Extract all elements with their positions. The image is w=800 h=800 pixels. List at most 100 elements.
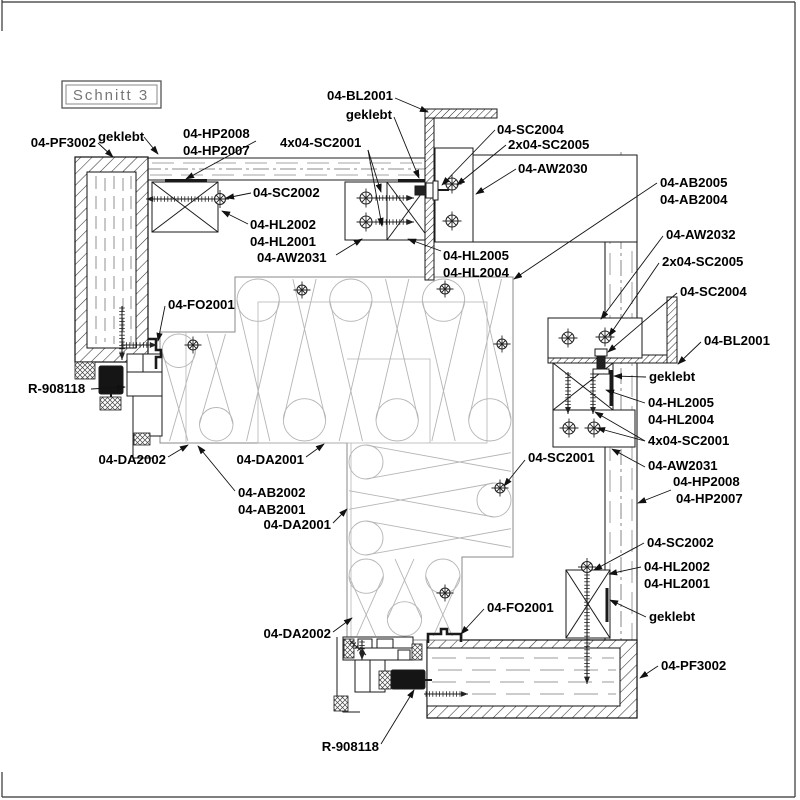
leader-line [332,617,353,633]
bolt-sc2004 [414,185,427,196]
part-label: 04-HL2004 [648,412,715,427]
part-label: 04-AW2031 [257,250,327,265]
leader-line [90,384,126,391]
threaded-screw-icon [349,639,367,656]
part-label: 04-HP2008 [183,126,250,141]
bolt-sc2004-right [596,355,606,370]
part-label: geklebt [649,369,696,384]
leader-line [380,689,415,745]
part-label: 04-AB2005 [660,175,727,190]
part-label: 04-AW2030 [518,161,588,176]
threaded-screw-icon [146,196,214,202]
leader-line [305,443,325,458]
part-label: 04-PF3002 [31,135,96,150]
bracket-plate-aw2030 [472,154,638,243]
threaded-screw-icon [374,195,414,201]
part-label: geklebt [98,129,145,144]
leader-line [475,168,517,195]
part-label: 04-HP2007 [676,491,743,506]
connector-r908118 [98,365,124,395]
section-title: Schnitt 3 [73,87,149,104]
leader-line [639,665,659,679]
part-label: 04-HL2001 [644,576,710,591]
foil-fo2001-bottom [426,627,463,643]
part-label: 04-HL2001 [250,234,316,249]
part-label: geklebt [346,107,393,122]
screw-head-icon [493,335,511,353]
threaded-screw-icon [565,372,571,414]
threaded-screw-icon [424,691,468,697]
leader-line [608,262,660,337]
gasket [333,695,349,712]
screw-head-icon [184,336,202,354]
leader-line [677,341,702,365]
part-label: geklebt [649,609,696,624]
screw-head-icon [436,584,454,602]
bottom-panel-profile [426,639,638,719]
screw-head-icon [356,188,376,208]
leader-line [607,292,678,353]
leader-line [197,445,236,492]
screw-head-icon [491,479,509,497]
leader-line [460,608,485,635]
title-box: Schnitt 3 [61,80,162,109]
mineral-wool-symbol [161,278,512,637]
part-label: 4x04-SC2001 [280,135,361,150]
right-lower-block [565,569,611,639]
connector-r908118-bottom [390,669,426,690]
leader-line [594,411,646,442]
part-label: 04-SC2001 [528,450,595,465]
leader-line [143,136,159,155]
part-label: 04-AW2031 [648,458,718,473]
part-label: 04-BL2001 [704,333,770,348]
part-label: 04-DA2002 [264,626,331,641]
part-label: 4x04-SC2001 [648,433,729,448]
leader-line [407,238,442,252]
part-label: R-908118 [322,739,379,754]
part-label: 04-HL2005 [443,248,509,263]
leader-line [97,142,114,158]
leader-line [156,305,166,342]
part-label: 04-SC2004 [497,122,564,137]
threaded-screw-icon [590,372,596,414]
gasket [343,638,355,659]
leader-line [611,448,646,468]
part-label: 04-HP2008 [673,474,740,489]
screw-head-icon [559,418,579,438]
screw-head-icon [595,327,615,347]
part-label: 04-FO2001 [168,297,235,312]
screw-head-icon [293,281,311,299]
part-label: 2x04-SC2005 [662,254,743,269]
left-mullion-profile [74,156,149,363]
leader-line [393,116,420,179]
part-label: 04-DA2001 [237,452,304,467]
part-label: 04-HL2004 [443,265,510,280]
threaded-screw-icon [584,573,590,684]
leader-line [335,238,363,256]
part-label: 2x04-SC2005 [508,137,589,152]
part-label: 04-SC2002 [253,185,320,200]
top-bracket-assembly [151,108,638,281]
threaded-screw-icon [119,306,125,360]
part-label: 04-BL2001 [327,88,393,103]
leader-line [600,235,664,320]
part-label: 04-AB2004 [660,192,728,207]
part-label: 04-AB2001 [238,502,305,517]
screw-head-icon [356,212,376,232]
part-label: 04-DA2001 [264,517,331,532]
part-label: 04-PF3002 [661,658,726,673]
screw-head-icon [442,211,462,231]
part-label: 04-HL2002 [250,217,316,232]
leader-line [593,542,645,571]
leader-line [608,566,642,576]
part-label: 04-HL2005 [648,395,714,410]
part-label: R-908118 [28,381,85,396]
leader-line [221,210,249,225]
threaded-screw-icon [374,219,414,225]
foil-fo2001 [148,337,163,369]
leader-line [367,149,382,193]
leader-line [456,144,507,186]
screw-head-icon [436,280,454,298]
